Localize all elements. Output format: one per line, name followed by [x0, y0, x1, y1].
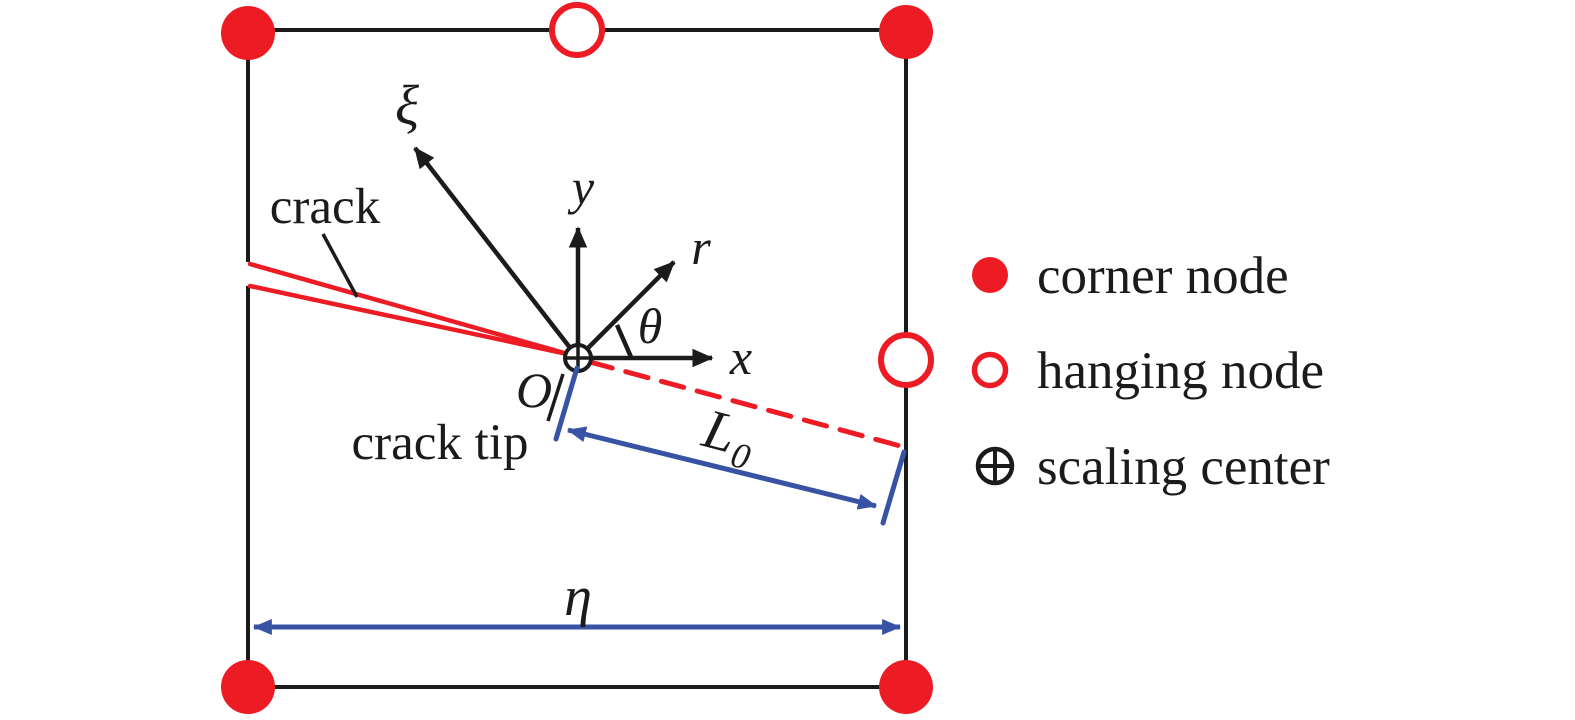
scaling-center-origin-icon [563, 343, 593, 373]
theta-label: θ [638, 298, 663, 354]
L0-dimension-arrow [566, 426, 878, 510]
legend: corner node hanging node scaling center [971, 247, 1330, 496]
nodes-group [221, 2, 934, 714]
L0-label: L0 [694, 397, 762, 477]
L0-end-tick [880, 449, 907, 526]
eta-label: η [564, 566, 592, 628]
crack-label-leader [321, 233, 359, 298]
corner-node-bottom-left-icon [221, 660, 275, 714]
crack-face-upper [247, 261, 578, 359]
axes-group [413, 146, 714, 368]
L0-dimension-group [553, 365, 907, 526]
theta-angle-mark [614, 324, 634, 358]
hanging-node-right-icon [878, 332, 934, 388]
r-axis-label: r [691, 219, 711, 275]
L0-start-tick [553, 365, 580, 442]
xi-axis-arrow [413, 146, 580, 360]
x-axis-label: x [729, 329, 752, 385]
crack-tip-label: crack tip [352, 415, 529, 471]
y-axis-label: y [567, 159, 595, 215]
scaling-center-marker [975, 446, 1015, 486]
legend-row-hanging-node: hanging node [971, 342, 1324, 400]
crack-face-lower [247, 283, 575, 358]
legend-label-hanging-node: hanging node [1037, 342, 1324, 400]
legend-label-scaling-center: scaling center [1037, 438, 1330, 496]
corner-node-bottom-right-icon [879, 660, 933, 714]
legend-row-scaling-center: scaling center [975, 438, 1330, 496]
xi-axis-label: ξ [395, 75, 419, 137]
crack-tip-leader [546, 373, 565, 422]
crack-label: crack [270, 179, 381, 235]
corner-node-top-left-icon [221, 6, 275, 60]
corner-node-top-right-icon [879, 5, 933, 59]
legend-row-corner-node: corner node [972, 247, 1289, 305]
hanging-node-marker [971, 351, 1009, 389]
legend-label-corner-node: corner node [1037, 247, 1289, 305]
corner-node-marker [972, 257, 1008, 293]
r-axis-arrow [576, 260, 676, 360]
origin-label: O [516, 362, 552, 418]
hanging-node-top-icon [549, 2, 605, 58]
